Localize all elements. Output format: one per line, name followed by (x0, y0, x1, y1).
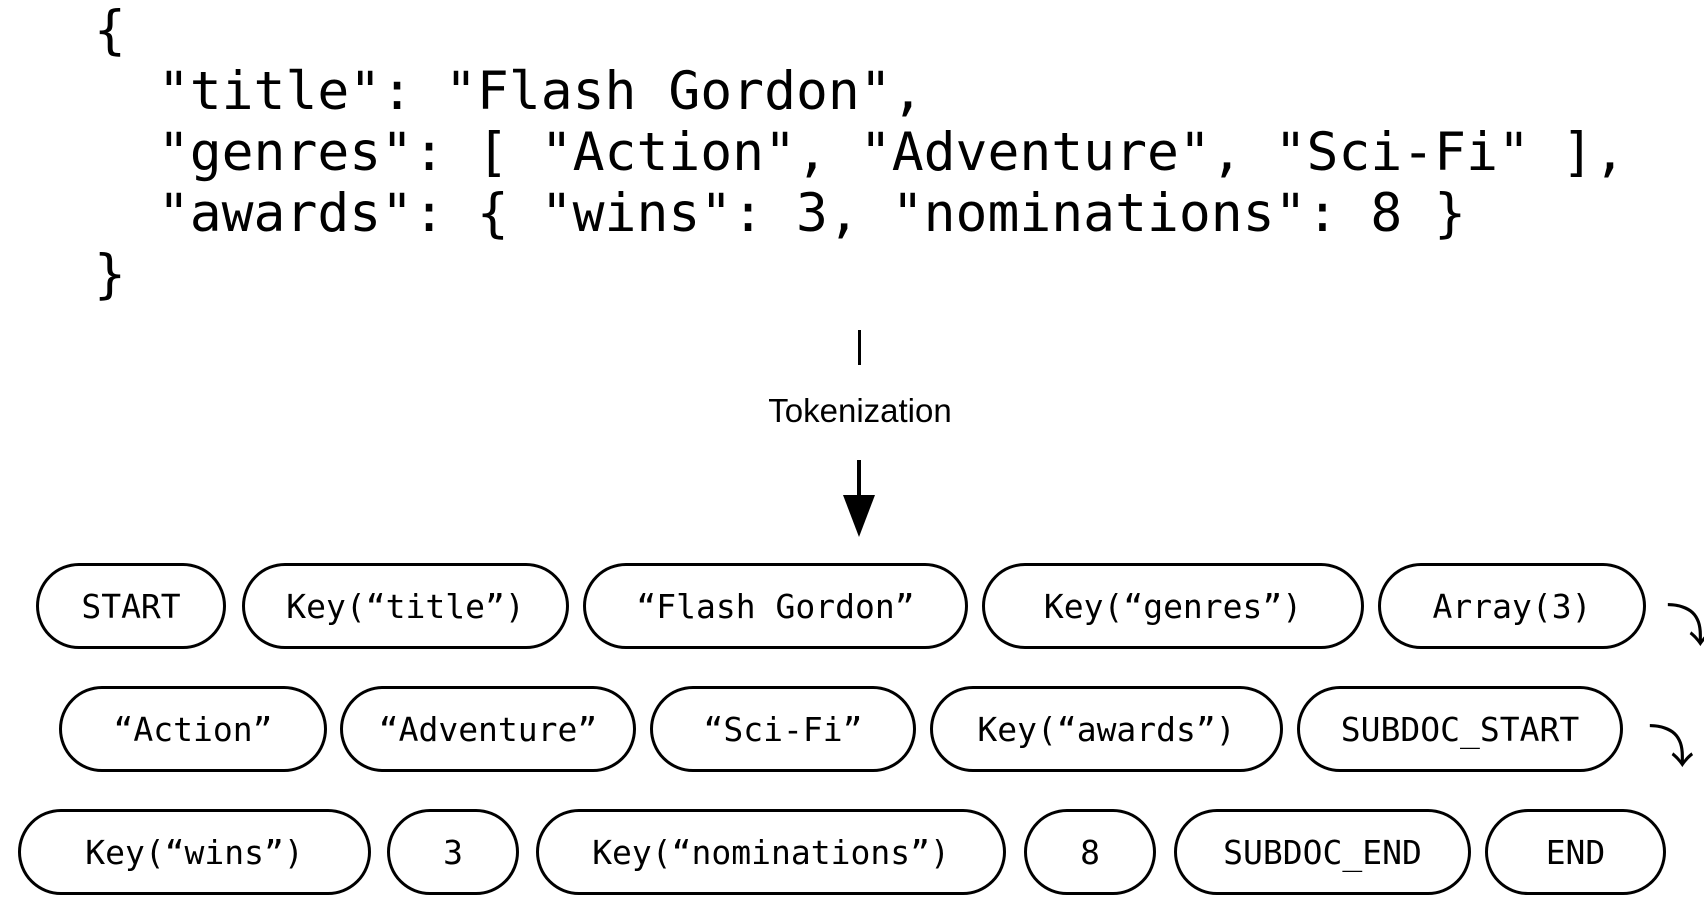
token-number-3: 3 (387, 809, 519, 895)
token-key-nominations: Key(“nominations”) (536, 809, 1006, 895)
token-start: START (36, 563, 226, 649)
token-value-adventure: “Adventure” (340, 686, 636, 772)
token-array: Array(3) (1378, 563, 1646, 649)
token-subdoc-start: SUBDOC_START (1297, 686, 1623, 772)
down-arrow-icon (843, 495, 875, 537)
token-value-sci-fi: “Sci-Fi” (650, 686, 916, 772)
token-end: END (1485, 809, 1666, 895)
token-number-8: 8 (1024, 809, 1156, 895)
code-line: { (94, 0, 126, 61)
token-value-flash-gordon: “Flash Gordon” (583, 563, 968, 649)
connector-line (858, 330, 861, 365)
tokenization-label: Tokenization (768, 392, 952, 429)
json-code-block: { "title": "Flash Gordon", "genres": [ "… (94, 0, 1626, 305)
curved-arrow-icon: ⤵ (1666, 599, 1704, 653)
down-arrow-shaft (857, 460, 861, 500)
token-key-awards: Key(“awards”) (930, 686, 1283, 772)
code-line: "awards": { "wins": 3, "nominations": 8 … (94, 183, 1467, 244)
token-key-title: Key(“title”) (242, 563, 569, 649)
token-subdoc-end: SUBDOC_END (1174, 809, 1471, 895)
code-line: "title": "Flash Gordon", (94, 61, 924, 122)
code-line: "genres": [ "Action", "Adventure", "Sci-… (94, 122, 1626, 183)
curved-arrow-icon: ⤵ (1648, 720, 1694, 774)
code-line: } (94, 244, 126, 305)
token-value-action: “Action” (59, 686, 327, 772)
token-key-genres: Key(“genres”) (982, 563, 1364, 649)
token-key-wins: Key(“wins”) (18, 809, 371, 895)
